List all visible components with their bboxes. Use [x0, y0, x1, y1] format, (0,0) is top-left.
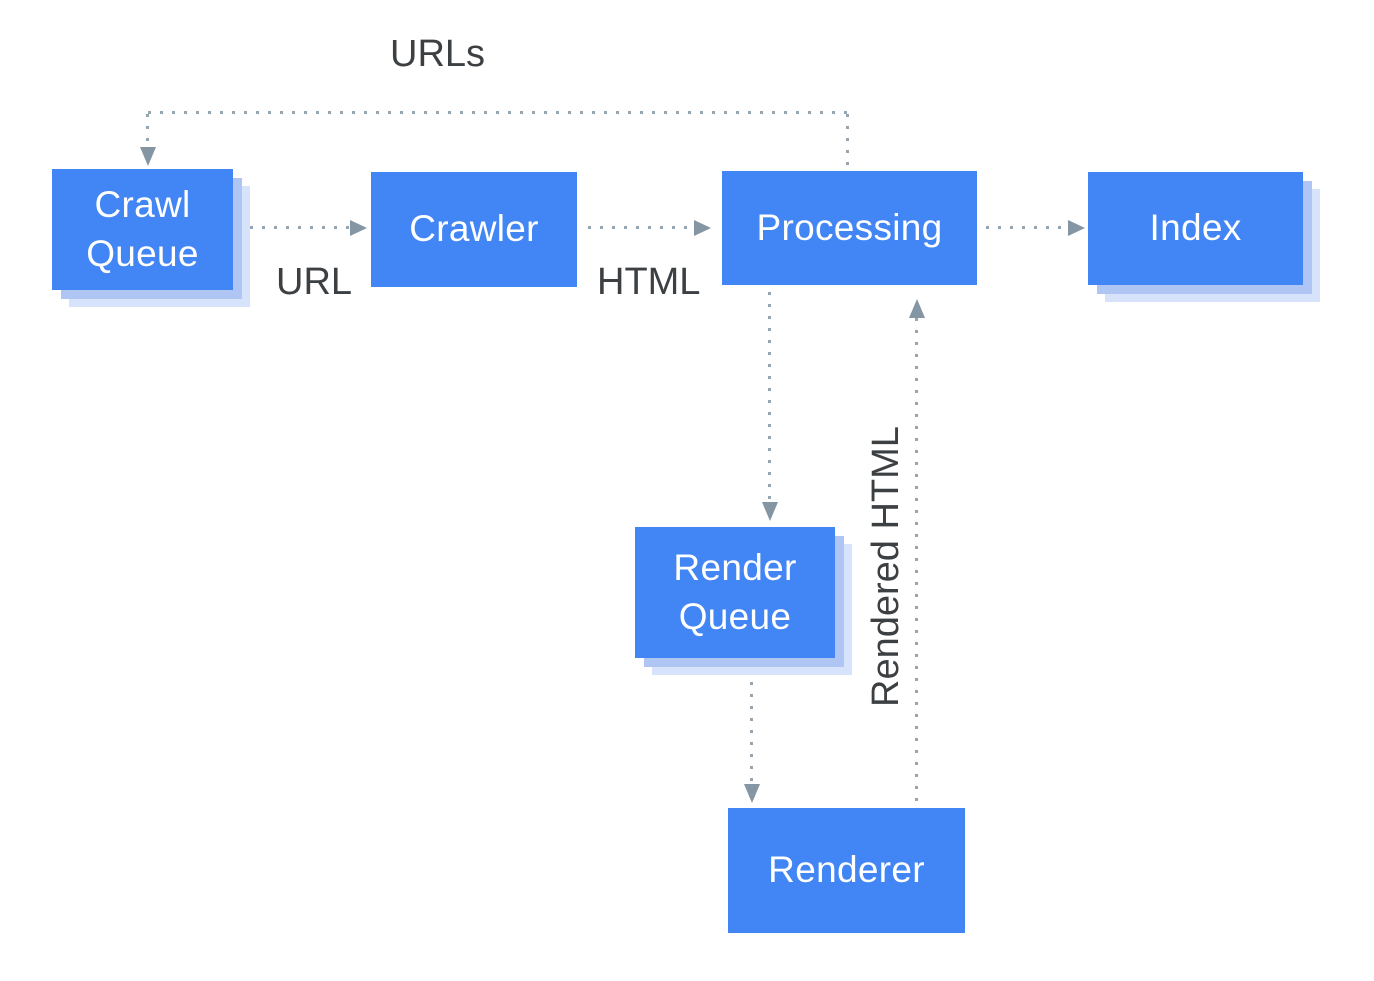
edge-label-urls: URLs: [390, 33, 486, 75]
edge-processing-to-renderqueue: [768, 292, 771, 502]
edge-crawler-to-processing: [588, 226, 694, 229]
edge-processing-to-crawlqueue-left-segment: [146, 114, 149, 146]
node-processing: Processing: [722, 171, 977, 285]
arrowhead-up-icon: [909, 299, 925, 318]
arrowhead-right-icon: [694, 220, 711, 236]
edge-renderer-to-processing: [915, 318, 918, 806]
arrowhead-down-icon: [140, 147, 156, 166]
node-crawl-queue-label: Crawl Queue: [86, 184, 199, 274]
node-index: Index: [1088, 172, 1303, 285]
node-crawl-queue: Crawl Queue: [52, 169, 233, 290]
node-crawler-label: Crawler: [409, 208, 539, 250]
node-renderer: Renderer: [728, 808, 965, 933]
edge-processing-to-crawlqueue-top-segment: [148, 111, 848, 114]
arrowhead-right-icon: [1068, 220, 1085, 236]
edge-processing-to-index: [986, 226, 1068, 229]
node-render-queue-label: Render Queue: [673, 547, 797, 637]
arrowhead-right-icon: [350, 220, 367, 236]
edge-label-html: HTML: [597, 261, 701, 303]
edge-processing-to-crawlqueue-right-segment: [846, 114, 849, 168]
node-index-label: Index: [1149, 207, 1242, 249]
arrowhead-down-icon: [744, 784, 760, 803]
edge-crawlqueue-to-crawler: [250, 226, 350, 229]
arrowhead-down-icon: [762, 502, 778, 521]
node-processing-label: Processing: [756, 206, 943, 248]
edge-renderqueue-to-renderer: [750, 670, 753, 784]
node-renderer-label: Renderer: [768, 849, 925, 891]
node-crawler: Crawler: [371, 172, 577, 287]
edge-label-url: URL: [276, 261, 353, 303]
node-render-queue: Render Queue: [635, 527, 835, 658]
edge-label-rendered-html: Rendered HTML: [865, 426, 907, 707]
